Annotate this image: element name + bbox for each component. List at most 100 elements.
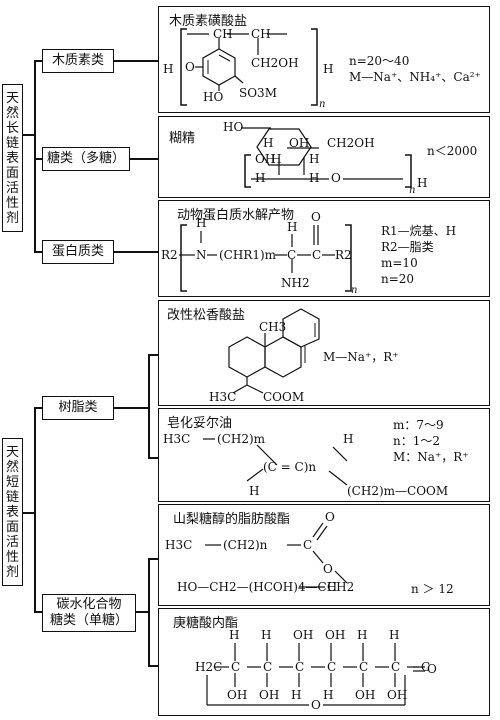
atom-label: HO xyxy=(223,120,243,134)
category-resin: 树脂类 xyxy=(42,396,114,420)
carbon-atom: C xyxy=(263,660,272,674)
connector xyxy=(22,512,34,514)
panel-note: m：7～9 n：1～2 M：Na⁺，R⁺ xyxy=(393,417,469,465)
atom-label: R2 xyxy=(161,248,178,262)
atom-label: O xyxy=(325,510,335,524)
connector xyxy=(34,60,36,252)
rosin-structure: CH3 H3C COOM xyxy=(209,308,320,404)
atom-label: O xyxy=(331,171,341,185)
atom-label: O xyxy=(185,60,195,74)
group-char: 长 xyxy=(5,120,19,136)
connector xyxy=(134,611,148,613)
note-line: M—Na⁺、NH₄⁺、Ca²⁺ xyxy=(349,70,481,84)
group-char: 面 xyxy=(5,165,19,181)
atom-label: H2C xyxy=(195,660,222,674)
atom-label: NH2 xyxy=(281,276,310,290)
connector xyxy=(128,158,158,160)
atom-label: H xyxy=(309,171,319,185)
panel-title: 改性松香酸盐 xyxy=(167,308,246,323)
note-line: M：Na⁺，R⁺ xyxy=(393,450,469,464)
carbon-atom: C xyxy=(231,660,240,674)
atom-label: CH xyxy=(251,27,271,41)
atom-label: N xyxy=(196,248,207,262)
carbon-atom: C xyxy=(391,660,400,674)
top-substituent: OH xyxy=(325,628,345,642)
atom-label: O xyxy=(311,210,321,224)
connector xyxy=(112,251,158,253)
category-protein: 蛋白质类 xyxy=(42,240,114,264)
carbon-atom: C xyxy=(327,660,336,674)
atom-label: OH xyxy=(255,152,275,166)
connector xyxy=(148,457,158,459)
panel-tall-oil: 皂化妥尔油 H3C (CH2)m H (C = C)n H (CH2)m—COO… xyxy=(158,408,490,502)
atom-label: H xyxy=(163,62,173,76)
atom-label: H xyxy=(249,484,259,498)
group-char: 短 xyxy=(5,474,19,490)
atom-label: COOM xyxy=(263,390,304,404)
top-substituent: H xyxy=(229,628,239,642)
category-carbohydrate-line: 碳水化合物 xyxy=(56,597,122,612)
panel-protein: 动物蛋白质水解产物 H R2 N (CHR1)m C H NH2 O C R2 … xyxy=(158,200,490,297)
group-char: 性 xyxy=(5,549,19,565)
top-substituent: H xyxy=(261,628,271,642)
connector xyxy=(34,407,36,612)
note-line: n：1～2 xyxy=(393,434,440,448)
panel-lignosulfonate: 木质素磺酸盐 CH CH CH2OH H H O HO SO3M n xyxy=(158,6,490,113)
category-lignin: 木质素类 xyxy=(42,49,114,73)
group-short-chain: 天 然 短 链 表 面 活 性 剂 xyxy=(2,438,23,586)
note-line: R1—烷基、H xyxy=(381,224,457,238)
group-char: 然 xyxy=(5,105,19,121)
atom-label: (C = C)n xyxy=(263,460,316,474)
group-char: 活 xyxy=(5,180,19,196)
connector xyxy=(34,60,42,62)
note-line: n=20～40 xyxy=(349,54,410,68)
atom-label: n xyxy=(319,99,325,110)
panel-title: 木质素磺酸盐 xyxy=(169,14,248,29)
panel-dextrin: 糊精 HO H OH H CH2OH OH H H H O H n n＜2000 xyxy=(158,116,490,198)
category-polysaccharide: 糖类（多糖） xyxy=(42,147,130,171)
atom-label: O xyxy=(323,562,333,576)
atom-label: C xyxy=(312,248,321,262)
atom-label: R2 xyxy=(335,248,352,262)
atom-label: (CH2)m—COOM xyxy=(347,484,448,498)
connector xyxy=(34,251,42,253)
atom-label: H xyxy=(417,176,427,190)
atom-label: O xyxy=(427,662,437,676)
atom-label: CH3 xyxy=(259,320,286,334)
top-substituent: OH xyxy=(293,628,313,642)
tall-oil-structure: H3C (CH2)m H (C = C)n H (CH2)m—COOM xyxy=(163,432,448,498)
connector xyxy=(148,354,150,458)
group-char: 面 xyxy=(5,519,19,535)
atom-label: OH xyxy=(289,136,309,150)
group-char: 表 xyxy=(5,150,19,166)
panel-sorbitol-ester: 山梨糖醇的脂肪酸酯 H3C (CH2)n O C O HO—CH2—(HCOH)… xyxy=(158,504,490,606)
atom-label: n xyxy=(351,285,357,296)
panel-title: 皂化妥尔油 xyxy=(167,416,233,431)
connector xyxy=(112,60,158,62)
atom-label: H xyxy=(343,432,353,446)
carbon-atom: C xyxy=(421,660,430,674)
dextrin-structure: HO H OH H CH2OH OH H H H O H n xyxy=(223,120,427,196)
panel-note: n ＞ 12 xyxy=(411,582,454,596)
panel-title: 庚糖酸内酯 xyxy=(173,616,239,631)
connector xyxy=(148,354,158,356)
note-line: m=10 xyxy=(381,256,418,270)
atom-label: CH2 xyxy=(327,580,354,594)
atom-label: H xyxy=(323,62,333,76)
category-carbohydrate: 碳水化合物 糖类（单糖） xyxy=(42,594,136,632)
atom-label: SO3M xyxy=(239,86,277,100)
connector xyxy=(148,558,150,666)
connector xyxy=(34,611,42,613)
note-line: m：7～9 xyxy=(393,418,444,432)
panel-title: 山梨糖醇的脂肪酸酯 xyxy=(173,512,291,527)
connector xyxy=(148,558,158,560)
group-char: 活 xyxy=(5,534,19,550)
group-char: 天 xyxy=(5,444,19,460)
connector xyxy=(148,665,158,667)
atom-label: CH xyxy=(213,27,233,41)
panel-rosin: 改性松香酸盐 CH3 H3C COOM M—Na⁺，R⁺ xyxy=(158,300,490,406)
bottom-substituent: OH xyxy=(259,688,279,702)
sorbitol-ester-structure: H3C (CH2)n O C O HO—CH2—(HCOH)4—CH CH2 xyxy=(165,510,354,594)
